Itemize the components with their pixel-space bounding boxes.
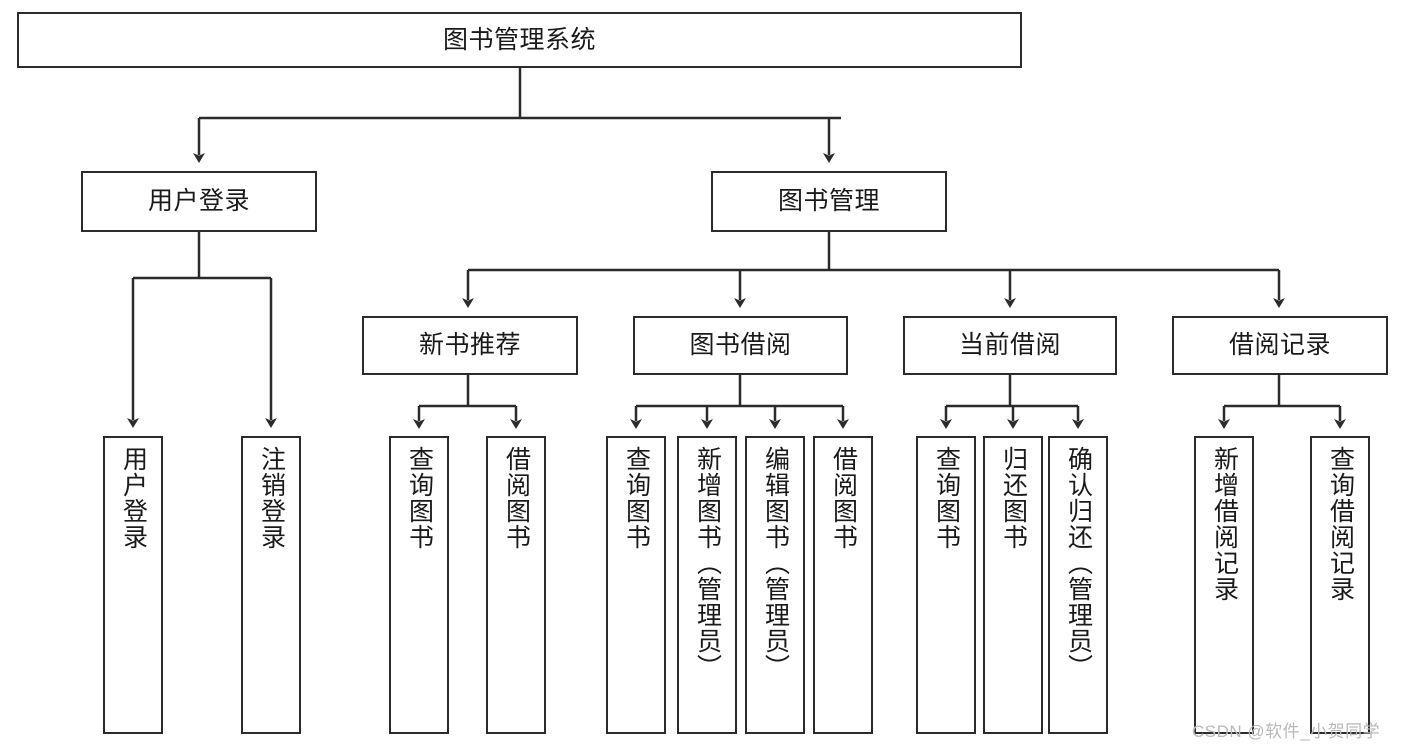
node-new-book-recommendation[interactable]: 新书推荐 <box>362 316 578 375</box>
node-leaf-return-book[interactable]: 归还图书 <box>983 436 1043 734</box>
node-leaf-edit-book-admin[interactable]: 编辑图书（管理员） <box>745 436 805 734</box>
csdn-watermark: CSDN @软件_小贺同学 <box>1192 722 1381 741</box>
node-leaf-user-login[interactable]: 用户登录 <box>103 436 163 734</box>
node-leaf-borrow-book-recommend[interactable]: 借阅图书 <box>486 436 546 734</box>
node-label: 当前借阅 <box>958 331 1061 359</box>
node-label: 图书管理系统 <box>442 25 596 54</box>
node-label: 借阅图书 <box>502 446 531 550</box>
node-leaf-borrow-book[interactable]: 借阅图书 <box>813 436 873 734</box>
node-label: 归还图书 <box>999 446 1028 550</box>
node-label: 新书推荐 <box>418 331 521 359</box>
node-label: 新增图书（管理员） <box>693 446 722 680</box>
node-label: 借阅图书 <box>829 446 858 550</box>
node-label: 借阅记录 <box>1228 331 1331 359</box>
node-leaf-query-book-recommend[interactable]: 查询图书 <box>389 436 449 734</box>
node-leaf-confirm-return-admin[interactable]: 确认归还（管理员） <box>1048 436 1108 734</box>
node-leaf-query-borrow-record[interactable]: 查询借阅记录 <box>1310 436 1370 734</box>
node-current-borrow[interactable]: 当前借阅 <box>903 316 1117 375</box>
node-leaf-add-book-admin[interactable]: 新增图书（管理员） <box>677 436 737 734</box>
node-label: 查询图书 <box>405 446 434 550</box>
node-leaf-user-logout[interactable]: 注销登录 <box>241 436 301 734</box>
node-label: 图书管理 <box>777 187 880 215</box>
node-label: 查询图书 <box>622 446 651 550</box>
node-label: 图书借阅 <box>689 331 792 359</box>
node-label: 查询借阅记录 <box>1326 446 1355 602</box>
node-leaf-query-book-borrow[interactable]: 查询图书 <box>606 436 666 734</box>
node-book-manage[interactable]: 图书管理 <box>711 171 947 232</box>
node-label: 编辑图书（管理员） <box>761 446 790 680</box>
node-root-book-management-system[interactable]: 图书管理系统 <box>17 12 1022 68</box>
node-label: 用户登录 <box>119 446 148 550</box>
node-borrow-record[interactable]: 借阅记录 <box>1172 316 1388 375</box>
node-label: 用户登录 <box>147 187 250 215</box>
node-label: 新增借阅记录 <box>1210 446 1239 602</box>
node-book-borrow[interactable]: 图书借阅 <box>633 316 848 375</box>
node-label: 查询图书 <box>932 446 961 550</box>
node-label: 确认归还（管理员） <box>1064 446 1093 680</box>
node-leaf-query-book-current[interactable]: 查询图书 <box>916 436 976 734</box>
node-leaf-add-borrow-record[interactable]: 新增借阅记录 <box>1194 436 1254 734</box>
node-label: 注销登录 <box>257 446 286 550</box>
node-user-login[interactable]: 用户登录 <box>81 171 317 232</box>
